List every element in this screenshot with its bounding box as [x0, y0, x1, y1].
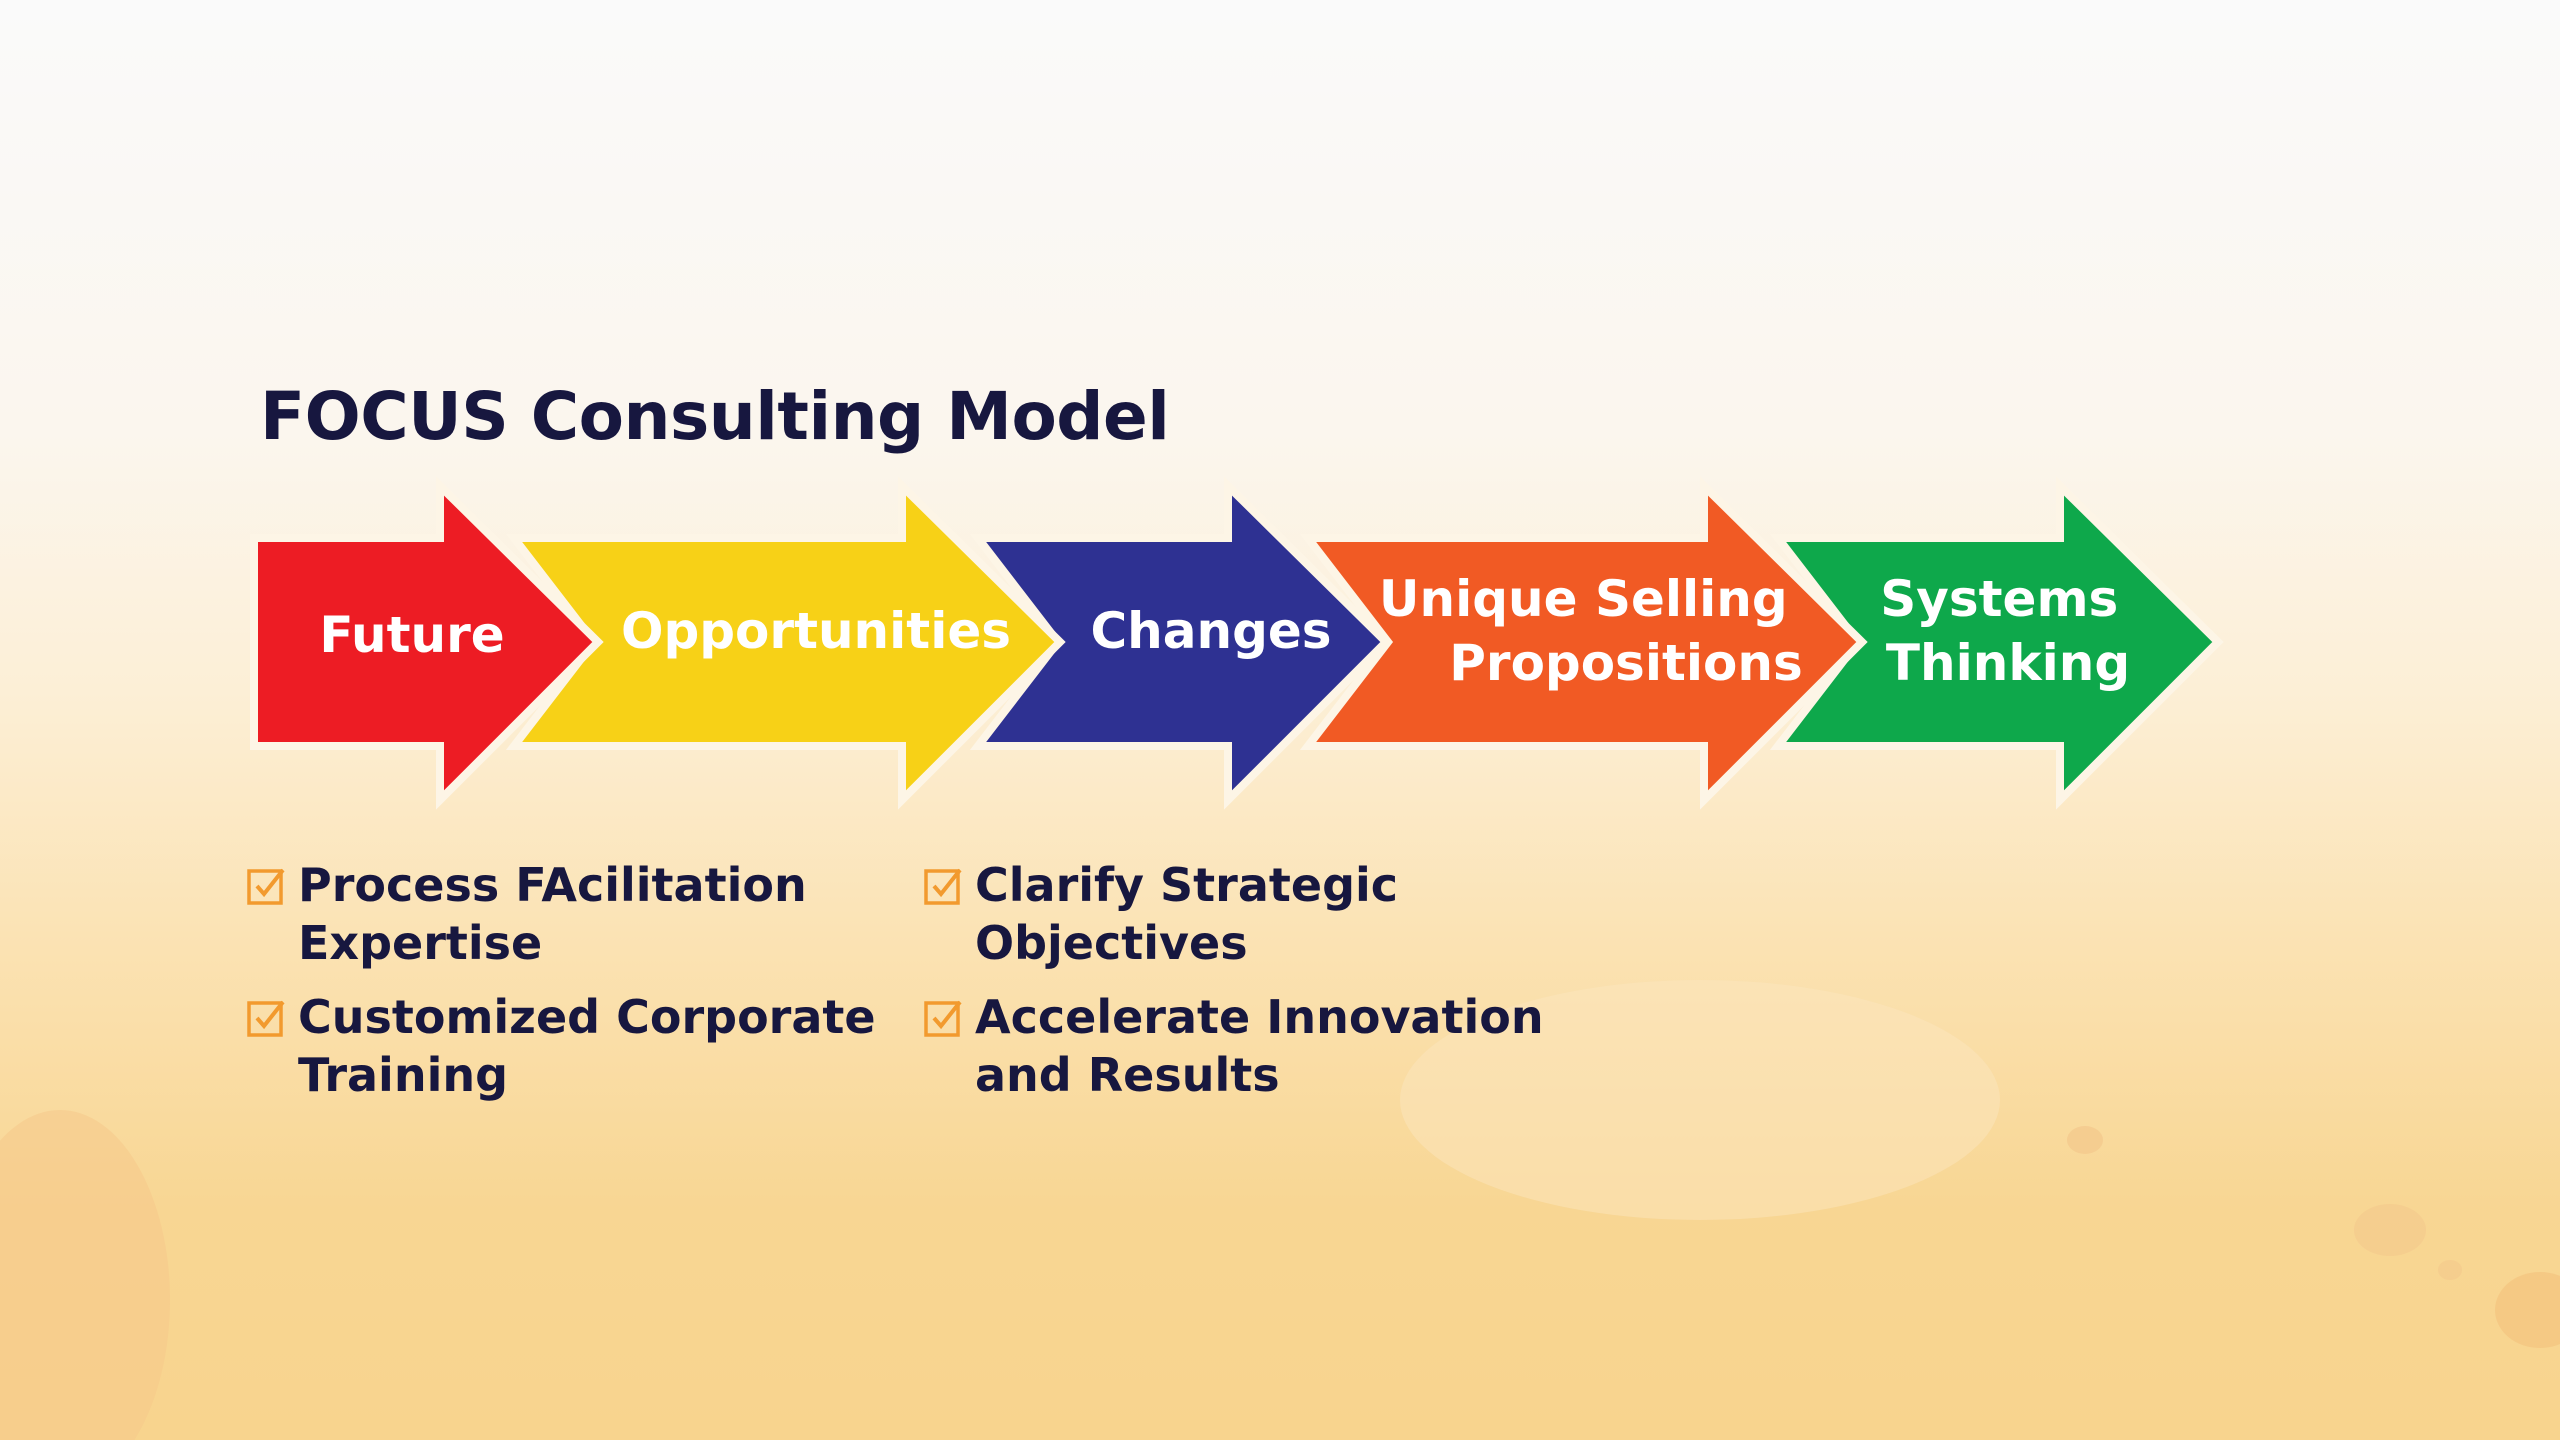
step-arrow-usp — [1299, 476, 1868, 810]
checkbox-checked-icon — [247, 1000, 285, 1037]
list-item-line: and Results — [975, 1048, 1280, 1102]
step-label-line: Propositions — [1449, 634, 1802, 692]
step-label-line: Changes — [1090, 602, 1331, 660]
page-title: FOCUS Consulting Model — [260, 378, 1170, 455]
checkbox-checked-icon — [924, 868, 962, 905]
step-label-changes: Changes — [1090, 602, 1331, 660]
list-item: Clarify Strategic Objectives — [923, 856, 1563, 972]
bullet-column-left: Process FAcilitation Expertise Customize… — [246, 856, 886, 1120]
checkbox-checked-icon — [247, 868, 285, 905]
list-item-line: Expertise — [298, 916, 543, 970]
list-item: Process FAcilitation Expertise — [246, 856, 886, 972]
step-arrow-changes — [969, 476, 1392, 810]
list-item-line: Process FAcilitation — [298, 858, 807, 912]
step-arrow-future — [250, 476, 604, 810]
bullet-column-right: Clarify Strategic Objectives Accelerate … — [923, 856, 1563, 1120]
list-item-line: Training — [298, 1048, 509, 1102]
list-item-line: Clarify Strategic — [975, 858, 1399, 912]
step-label-line: Opportunities — [621, 602, 1011, 660]
step-label-line: Unique Selling — [1379, 570, 1788, 628]
checkbox-checked-icon — [924, 1000, 962, 1037]
step-label-line: Systems — [1880, 570, 2118, 628]
list-item-line: Objectives — [975, 916, 1248, 970]
step-label-future: Future — [319, 606, 504, 664]
list-item-line: Accelerate Innovation — [975, 990, 1544, 1044]
list-item-line: Customized Corporate — [298, 990, 876, 1044]
list-item: Customized Corporate Training — [246, 988, 886, 1104]
step-label-systems: Systems Thinking — [1880, 570, 2135, 692]
list-item: Accelerate Innovation and Results — [923, 988, 1563, 1104]
step-label-line: Future — [319, 606, 504, 664]
step-label-opportunities: Opportunities — [621, 602, 1011, 660]
step-label-usp: Unique Selling Propositions — [1379, 570, 1805, 692]
step-label-line: Thinking — [1886, 634, 2130, 692]
